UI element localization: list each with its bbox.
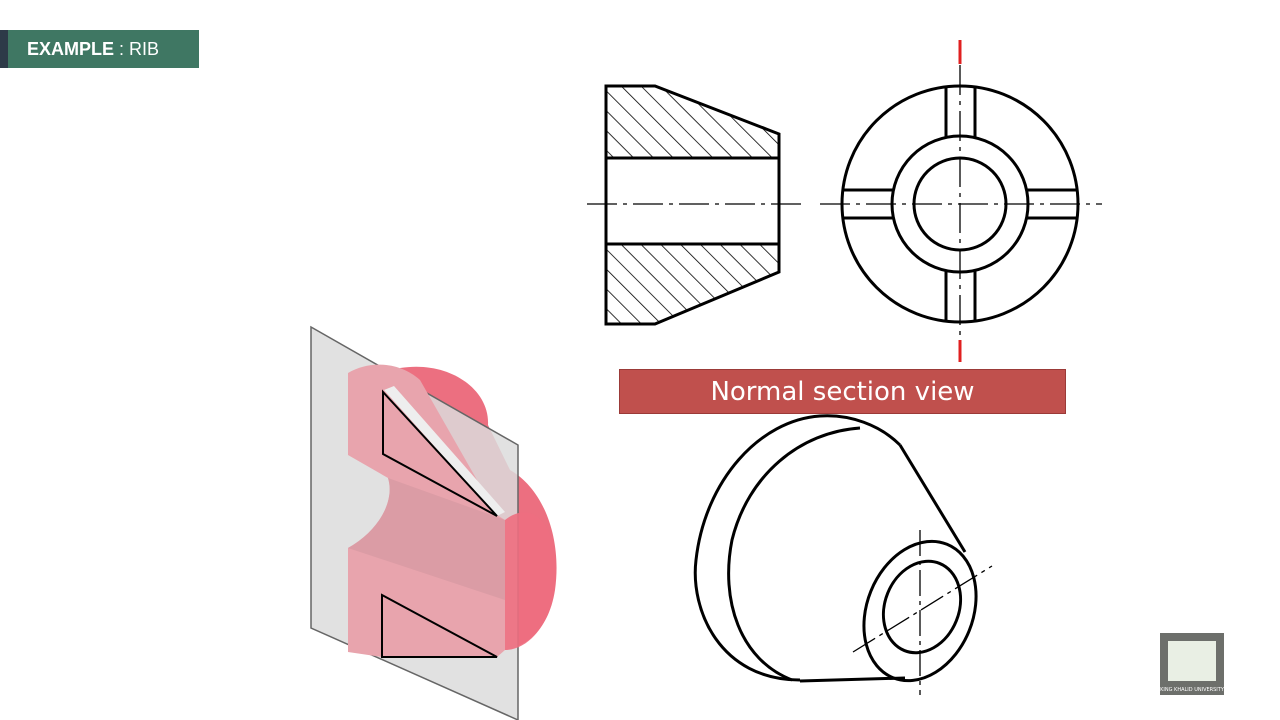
section-view: [587, 84, 805, 326]
front-face-bore: [881, 559, 963, 655]
ribs: [843, 87, 1077, 321]
back-rim-inner: [727, 426, 861, 682]
rib-section-top: [382, 389, 498, 517]
section-caption: Normal section view: [619, 369, 1066, 414]
title-separator: :: [114, 39, 130, 59]
title-rest: RIB: [129, 39, 160, 59]
hatch-bottom: [606, 244, 779, 324]
back-rim-outer: [693, 414, 902, 682]
rib-section-bottom: [381, 593, 498, 658]
isometric-view: [693, 414, 993, 695]
model-bore-shade: [348, 478, 505, 600]
flange-front-edge: [505, 512, 556, 650]
title-bold: EXAMPLE: [27, 39, 115, 59]
slide-title: EXAMPLE : RIB: [0, 30, 199, 68]
iso-centerline-diagonal: [852, 565, 993, 653]
logo-caption: KING KHALID UNIVERSITY: [1160, 687, 1224, 693]
front-face-outer: [862, 539, 978, 683]
hatch-top: [606, 86, 779, 158]
university-logo: KING KHALID UNIVERSITY: [1160, 633, 1224, 695]
rib-top-face: [384, 386, 505, 516]
title-accent: [0, 30, 8, 68]
cut-model-3d: [310, 325, 557, 720]
cone-bottom: [799, 676, 906, 683]
cone-top: [898, 444, 967, 553]
side-view: [820, 40, 1102, 362]
section-outline: [604, 84, 781, 326]
logo-emblem: [1168, 641, 1216, 681]
